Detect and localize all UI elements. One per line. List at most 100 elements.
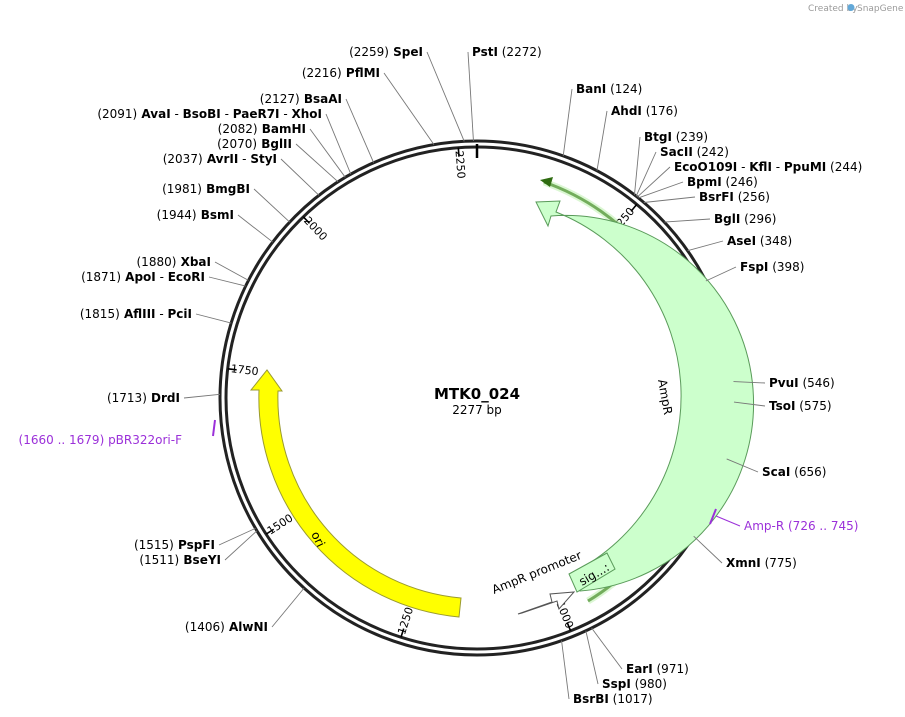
enzyme-site[interactable]: PvuI (546) [733,376,835,390]
enzyme-site[interactable]: FspI (398) [705,260,805,282]
enzyme-label: EarI (971) [626,662,689,676]
enzyme-site[interactable]: (2070) BglII [217,137,339,183]
enzyme-name: SpeI [389,45,423,59]
enzyme-position: (1981) [162,182,202,196]
enzyme-site[interactable]: EcoO109I - KflI - PpuMI (244) [636,160,862,198]
enzyme-site[interactable]: (1511) BseYI [139,530,258,567]
enzyme-separator: - [171,107,183,121]
enzyme-site[interactable]: (2082) BamHI [218,122,346,178]
enzyme-site[interactable]: TsoI (575) [733,399,832,413]
enzyme-site[interactable]: (1713) DrdI [107,391,221,405]
enzyme-name: BanI [576,82,606,96]
enzyme-site[interactable]: AhdI (176) [596,104,678,171]
enzyme-position: (1511) [139,553,179,567]
enzyme-connector-line [726,458,759,473]
enzyme-label: (1511) BseYI [139,553,221,567]
enzyme-label: SacII (242) [660,145,729,159]
enzyme-site[interactable]: BsrBI (1017) [561,640,653,706]
enzyme-site[interactable]: (2037) AvrII - StyI [163,152,320,196]
enzyme-label: BglI (296) [714,212,776,226]
signal-sequence-feature[interactable] [568,552,616,593]
enzyme-site[interactable]: (1880) XbaI [137,255,249,281]
enzyme-label: (1515) PspFI [134,538,215,552]
enzyme-position: (1713) [107,391,147,405]
enzyme-connector-line [253,188,290,223]
enzyme-name: BsrBI [573,692,609,706]
enzyme-site[interactable]: (2127) BsaAI [260,92,375,163]
ampr-primer-arrowhead [540,177,553,187]
plasmid-length: 2277 bp [452,403,502,417]
enzyme-site[interactable]: (1815) AflIII - PciI [80,307,232,324]
enzyme-position: (239) [672,130,708,144]
enzyme-connector-line [214,261,249,281]
primer-site[interactable]: Amp-R (726 .. 745) [709,508,858,533]
enzyme-connector-line [309,128,346,178]
enzyme-site[interactable]: BanI (124) [562,82,642,156]
enzyme-name: EcoO109I [674,160,737,174]
enzyme-connector-line [426,51,465,142]
tick-mark [302,216,311,224]
tick-mark [227,368,237,371]
enzyme-position: (1944) [157,208,197,222]
enzyme-position: (1515) [134,538,174,552]
enzyme-site[interactable]: SacII (242) [635,145,729,197]
enzyme-connector-line [224,530,258,561]
enzyme-label: (1406) AlwNI [185,620,268,634]
enzyme-site[interactable]: AseI (348) [687,234,793,252]
enzyme-site[interactable]: SspI (980) [585,630,667,691]
enzyme-position: (1880) [137,255,177,269]
enzyme-position: (2127) [260,92,300,106]
enzyme-site[interactable]: BsrFI (256) [643,190,770,204]
tick-mark [265,528,275,535]
enzyme-site[interactable]: (2259) SpeI [349,45,465,142]
enzyme-separator: - [156,270,168,284]
enzyme-connector-line [643,196,696,203]
enzyme-label: (2037) AvrII - StyI [163,152,277,166]
enzyme-name: FspI [740,260,768,274]
enzyme-position: (398) [768,260,804,274]
enzyme-separator: - [737,160,749,174]
enzyme-name: DrdI [147,391,180,405]
enzyme-position: (2259) [349,45,389,59]
enzyme-name: EcoRI [168,270,205,284]
enzyme-site[interactable]: XmnI (775) [693,535,797,570]
primer-site[interactable]: (1660 .. 1679) pBR322ori-F [19,419,216,447]
enzyme-site[interactable]: (2091) AvaI - BsoBI - PaeR7I - XhoI [97,107,352,175]
enzyme-site[interactable]: BglI (296) [664,212,776,226]
primer-label: Amp-R (726 .. 745) [744,519,858,533]
tick-mark [566,622,572,632]
enzyme-site[interactable]: (1871) ApoI - EcoRI [81,270,246,287]
enzyme-site[interactable]: (1406) AlwNI [185,587,305,634]
snapgene-logo-icon [847,4,855,11]
ampr-feature-arrow[interactable] [535,200,755,592]
enzyme-connector-line [733,381,766,384]
tick-label: 1500 [265,511,296,537]
enzyme-site[interactable]: ScaI (656) [726,458,827,479]
enzyme-site[interactable]: (1981) BmgBI [162,182,290,223]
enzyme-site[interactable]: BtgI (239) [634,130,708,195]
enzyme-connector-line [271,587,305,628]
enzyme-name: XbaI [176,255,211,269]
enzyme-position: (2091) [97,107,137,121]
enzyme-name: BsaAI [300,92,342,106]
ampr-promoter-feature[interactable] [517,591,576,615]
ori-feature-arrow[interactable] [249,369,462,618]
enzyme-site[interactable]: BpmI (246) [638,175,758,199]
enzyme-site[interactable]: EarI (971) [591,627,689,676]
enzyme-name: PspFI [174,538,215,552]
enzyme-label: (1880) XbaI [137,255,212,269]
enzyme-position: (2082) [218,122,258,136]
tick-label: 1750 [230,362,259,378]
enzyme-name: KflI [749,160,772,174]
enzyme-position: (1815) [80,307,120,321]
enzyme-position: (296) [740,212,776,226]
enzyme-label: TsoI (575) [769,399,832,413]
enzyme-site[interactable]: (1944) BsmI [157,208,273,243]
enzyme-site[interactable]: PstI (2272) [467,45,542,142]
enzyme-label: (2216) PflMI [302,66,380,80]
enzyme-position: (546) [799,376,835,390]
enzyme-site[interactable]: (2216) PflMI [302,66,435,145]
enzyme-site[interactable]: (1515) PspFI [134,527,256,552]
enzyme-name: BglII [257,137,292,151]
enzyme-position: (246) [722,175,758,189]
